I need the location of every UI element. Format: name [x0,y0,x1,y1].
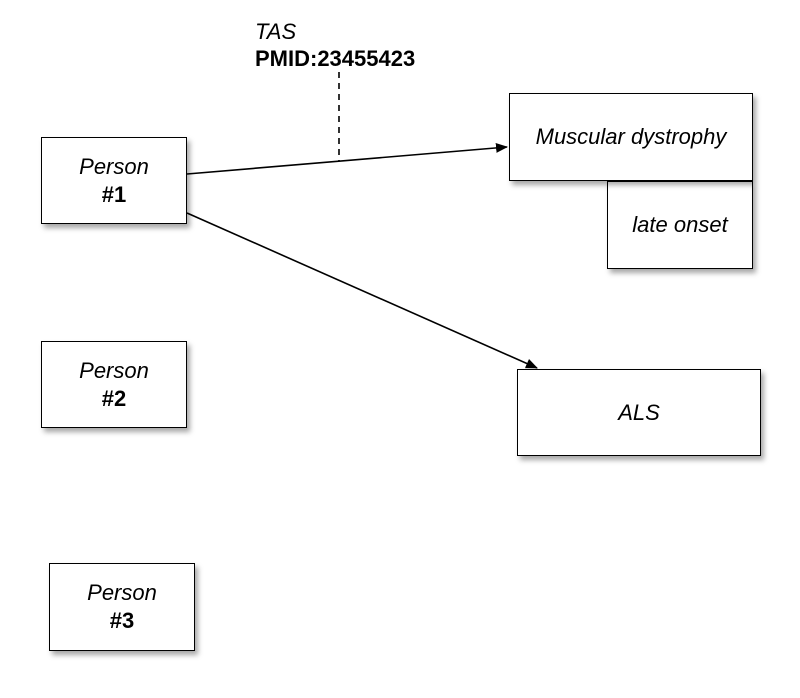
person-node-1[interactable]: Person #1 [41,137,187,224]
person-node-label: Person [87,580,157,605]
disease-label: Muscular dystrophy [535,124,727,149]
person-node-label: Person [79,357,149,383]
als-node[interactable]: ALS [517,369,761,456]
pmid-label: PMID:23455423 [255,46,416,71]
edge-annotation: TAS PMID:23455423 [255,18,415,72]
person-node-3[interactable]: Person #3 [49,563,195,651]
disease-label: ALS [618,399,660,425]
qualifier-label: late onset [632,212,728,237]
edge-person1-to-muscular-dystrophy [186,142,508,175]
evidence-code-label: TAS [255,19,297,44]
person-node-id: #2 [101,385,127,411]
person-node-id: #1 [101,181,127,207]
muscular-dystrophy-node[interactable]: Muscular dystrophy [509,93,753,181]
late-onset-qualifier-node[interactable]: late onset [607,181,753,269]
person-node-2[interactable]: Person #2 [41,341,187,428]
edge-person1-to-als [186,212,538,369]
person-node-id: #3 [109,608,135,633]
person-node-label: Person [79,153,149,179]
